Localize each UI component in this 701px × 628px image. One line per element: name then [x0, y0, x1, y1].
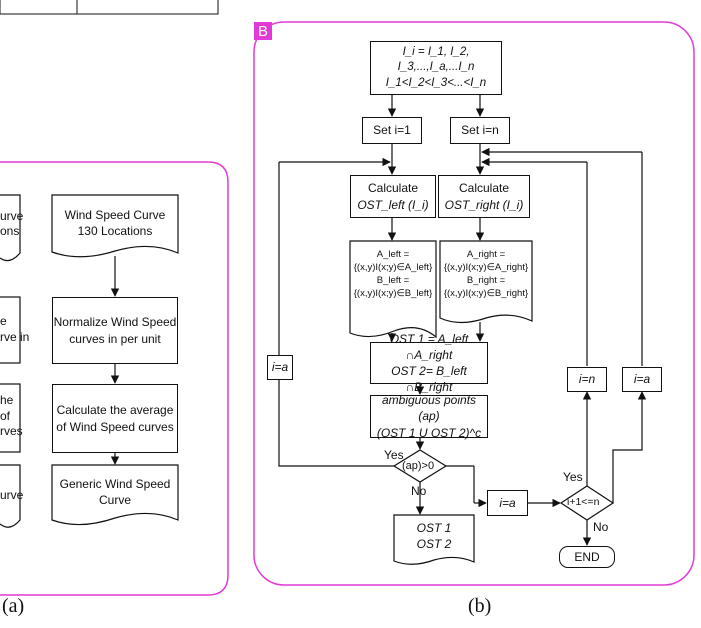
output-ost1: OST 1 — [416, 520, 452, 535]
end-label: END — [574, 549, 600, 564]
sets-left-doc: A_left = {(x,y)I(x;y)∈A_left} B_left = {… — [351, 249, 435, 299]
left-col-text-4: rve in — [0, 330, 30, 344]
left-col-text-1: urve — [0, 209, 24, 223]
normalize-box: Normalize Wind Speed curves in per unit — [52, 297, 178, 364]
normalize-label: Normalize Wind Speed curves in per unit — [53, 315, 177, 346]
generic-curve-label: Generic Wind Speed Curve — [59, 476, 171, 507]
ost-right-label: OST_right (I_i) — [444, 197, 524, 212]
end-terminal: END — [559, 546, 615, 568]
wind-speed-curve-label: Wind Speed Curve 130 Locations — [64, 207, 166, 238]
doc-shape-a1 — [51, 194, 179, 258]
set-i-a-bottom-label: i=a — [499, 495, 516, 510]
left-col-text-6: of — [0, 409, 11, 423]
b-right-set: B_right = {(x,y)I(x;y)∈B_right} — [443, 275, 529, 299]
ost2-formula: OST 2= B_left ∩B_right — [391, 364, 467, 395]
calc-ost-left-box: Calculate OST_left (I_i) — [350, 175, 436, 218]
wind-speed-curve-box: Wind Speed Curve 130 Locations — [54, 205, 176, 241]
yes-left-label: Yes — [384, 448, 404, 462]
panel-b-border — [253, 21, 695, 586]
left-rect-shape-2 — [0, 296, 21, 364]
set-i-a-bottom-box: i=a — [487, 490, 528, 516]
ambiguous-formula: (OST 1 U OST 2)^c — [376, 425, 482, 440]
ost-left-label: OST_left (I_i) — [357, 197, 429, 212]
loop-i-a-right-label: i=a — [633, 372, 651, 387]
calc-left-label: Calculate — [367, 181, 419, 196]
panel-b-badge: B — [254, 22, 272, 40]
left-doc-shape-4 — [0, 464, 21, 528]
left-doc-shape-1 — [0, 194, 21, 262]
ambiguous-label: ambiguous points (ap) — [381, 393, 477, 424]
a-left-set: A_left = {(x,y)I(x;y)∈A_left} — [353, 249, 433, 274]
sets-right-doc: A_right = {(x,y)I(x;y)∈A_right} B_right … — [441, 249, 531, 299]
loop-i-n-label: i=n — [578, 372, 596, 387]
calc-right-label: Calculate — [458, 181, 510, 196]
panel-a-border — [0, 161, 229, 596]
set-i-n-label: Set i=n — [461, 123, 499, 138]
set-i-n-box: Set i=n — [450, 117, 510, 144]
left-rect-shape-3 — [0, 383, 21, 453]
no-right-label: No — [593, 520, 609, 534]
no-left-label: No — [411, 484, 427, 498]
caption-a: (a) — [2, 595, 25, 617]
left-col-text-5: he — [0, 393, 14, 407]
doc-shape-a4 — [51, 464, 179, 526]
a-right-set: A_right = {(x,y)I(x;y)∈A_right} — [443, 249, 529, 274]
panel-a-table-fragment — [0, 0, 219, 15]
intervals-box: I_i = I_1, I_2, I_3,...,I_a,...I_n I_1<I… — [370, 41, 502, 95]
intervals-line-1: I_i = I_1, I_2, I_3,...,I_a,...I_n — [397, 45, 475, 74]
yes-right-label: Yes — [563, 470, 583, 484]
intervals-line-2: I_1<I_2<I_3<...<I_n — [385, 76, 487, 89]
generic-curve-box: Generic Wind Speed Curve — [54, 474, 176, 510]
output-doc: OST 1 OST 2 — [396, 518, 472, 554]
left-col-text-7: rves — [0, 424, 23, 438]
ambiguous-points-box: ambiguous points (ap) (OST 1 U OST 2)^c — [370, 393, 488, 440]
ost1-formula: OST 1 = A_left ∩A_right — [389, 331, 469, 362]
loop-i-a-right-box: i=a — [622, 367, 662, 392]
doc-shape-left — [349, 240, 437, 339]
output-ost2: OST 2 — [416, 537, 452, 551]
left-col-text-2: ons — [0, 224, 20, 238]
loop-i-n-box: i=n — [567, 367, 607, 392]
left-col-text-3: e — [0, 314, 7, 328]
calc-ost-right-box: Calculate OST_right (I_i) — [438, 175, 530, 218]
decision-ap-label: (ap)>0 — [402, 460, 435, 472]
average-box: Calculate the average of Wind Speed curv… — [52, 384, 178, 453]
average-label: Calculate the average of Wind Speed curv… — [56, 403, 174, 434]
b-left-set: B_left = {(x,y)I(x;y)∈B_left} — [353, 275, 433, 299]
set-i-1-label: Set i=1 — [373, 123, 411, 138]
ost-intersection-box: OST 1 = A_left ∩A_right OST 2= B_left ∩B… — [370, 332, 488, 394]
loop-i-a-left-box: i=a — [267, 355, 293, 380]
decision-n-label: i+1<=n — [567, 496, 600, 508]
left-col-text-8: urve — [0, 488, 24, 502]
set-i-1-box: Set i=1 — [362, 117, 422, 144]
doc-shape-output — [393, 514, 475, 565]
caption-b: (b) — [468, 595, 492, 617]
doc-shape-right — [439, 240, 533, 324]
loop-i-a-left-label: i=a — [271, 360, 289, 375]
